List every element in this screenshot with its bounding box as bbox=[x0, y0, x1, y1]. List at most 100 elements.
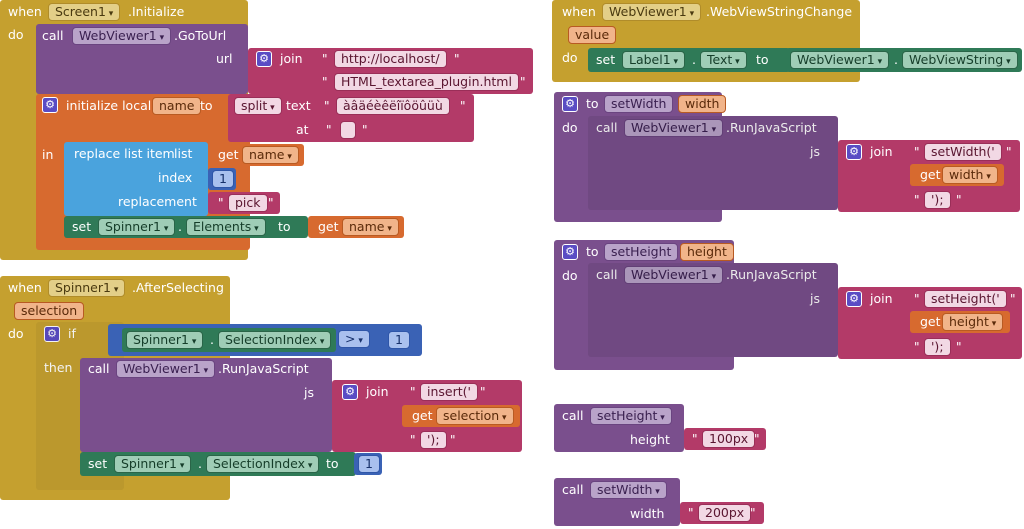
webviewer1-dropdown[interactable]: WebViewer1 bbox=[790, 51, 890, 69]
url-part2-text[interactable]: HTML_textarea_plugin.html bbox=[334, 73, 519, 91]
width-text-block[interactable]: " 200px " bbox=[680, 502, 764, 524]
setwidth-dropdown[interactable]: setWidth bbox=[590, 481, 667, 499]
runjs-setheight-call[interactable]: call WebViewer1 .RunJavaScript js bbox=[588, 263, 838, 357]
set-label: set bbox=[88, 456, 108, 471]
height-text-block[interactable]: " 100px " bbox=[684, 428, 766, 450]
join-setwidth-block[interactable]: ⚙ join " setWidth(' " " '); " bbox=[838, 140, 1020, 212]
quote-icon: " bbox=[410, 385, 416, 399]
initialize-event-label: .Initialize bbox=[128, 4, 185, 19]
spinner1-dropdown[interactable]: Spinner1 bbox=[98, 218, 176, 236]
gear-icon[interactable]: ⚙ bbox=[562, 96, 578, 112]
gear-icon[interactable]: ⚙ bbox=[846, 144, 862, 160]
list-label: list bbox=[174, 146, 193, 161]
get-height-dropdown[interactable]: height bbox=[942, 313, 1004, 331]
selectionindex-dropdown[interactable]: SelectionIndex bbox=[206, 455, 320, 473]
gear-icon[interactable]: ⚙ bbox=[44, 326, 60, 342]
get-selection-dropdown[interactable]: selection bbox=[436, 407, 514, 425]
setwidth-close-text[interactable]: '); bbox=[924, 191, 951, 209]
join-url-block[interactable]: ⚙ join " http://localhost/ " " HTML_text… bbox=[248, 48, 533, 94]
quote-icon: " bbox=[914, 292, 920, 306]
get-label: get bbox=[318, 219, 339, 234]
setwidth-name-field[interactable]: setWidth bbox=[604, 95, 674, 113]
get-name-block[interactable]: get name bbox=[208, 144, 304, 166]
index-number-value[interactable]: 1 bbox=[212, 170, 234, 188]
to-label: to bbox=[278, 219, 291, 234]
pick-text-block[interactable]: " pick " bbox=[208, 192, 280, 214]
pick-text-value[interactable]: pick bbox=[228, 194, 268, 212]
get-name-dropdown[interactable]: name bbox=[242, 146, 299, 164]
text-prop-dropdown[interactable]: Text bbox=[700, 51, 747, 69]
insert-close-text[interactable]: '); bbox=[420, 431, 447, 449]
index-number-block[interactable]: 1 bbox=[208, 168, 236, 190]
compare-number-value[interactable]: 1 bbox=[388, 331, 410, 349]
do-label: do bbox=[562, 268, 578, 283]
webviewer1-dropdown[interactable]: WebViewer1 bbox=[624, 119, 724, 137]
elements-dropdown[interactable]: Elements bbox=[186, 218, 266, 236]
local-name-field[interactable]: name bbox=[152, 97, 202, 115]
set-spinner-elements-block[interactable]: set Spinner1 . Elements to bbox=[64, 216, 308, 238]
spinner-selectionindex-getter[interactable]: Spinner1 . SelectionIndex bbox=[122, 328, 336, 352]
set-index-number-block[interactable]: 1 bbox=[354, 453, 382, 475]
setheight-dropdown[interactable]: setHeight bbox=[590, 407, 672, 425]
get-width-dropdown[interactable]: width bbox=[942, 166, 998, 184]
get-height-block[interactable]: get height bbox=[910, 311, 1010, 333]
setheight-name-field[interactable]: setHeight bbox=[604, 243, 679, 261]
gear-icon[interactable]: ⚙ bbox=[846, 291, 862, 307]
height-param[interactable]: height bbox=[680, 243, 734, 261]
quote-icon: " bbox=[218, 196, 224, 210]
runjs-insert-call-block[interactable]: call WebViewer1 .RunJavaScript js bbox=[80, 358, 332, 452]
gotourl-call-block[interactable]: call WebViewer1 .GoToUrl url bbox=[36, 24, 248, 94]
get-selection-block[interactable]: get selection bbox=[402, 405, 520, 427]
get-name-block-2[interactable]: get name bbox=[308, 216, 404, 238]
runjavascript-label: .RunJavaScript bbox=[218, 361, 309, 376]
spinner1-dropdown[interactable]: Spinner1 bbox=[48, 279, 126, 297]
gear-icon[interactable]: ⚙ bbox=[42, 97, 58, 113]
url-part1-text[interactable]: http://localhost/ bbox=[334, 50, 447, 68]
get-name-dropdown[interactable]: name bbox=[342, 218, 399, 236]
split-text-value[interactable]: àâäéèêëîïôöûüù bbox=[336, 97, 450, 115]
label1-dropdown[interactable]: Label1 bbox=[622, 51, 686, 69]
split-at-value[interactable] bbox=[340, 121, 356, 139]
spinner1-dropdown[interactable]: Spinner1 bbox=[126, 331, 204, 349]
webviewer1-dropdown[interactable]: WebViewer1 bbox=[72, 27, 172, 45]
dot-label: . bbox=[198, 456, 202, 471]
gear-icon[interactable]: ⚙ bbox=[562, 244, 578, 260]
setheight-open-text[interactable]: setHeight(' bbox=[924, 290, 1007, 308]
insert-open-text[interactable]: insert(' bbox=[420, 383, 478, 401]
width-param[interactable]: width bbox=[678, 95, 727, 113]
gear-icon[interactable]: ⚙ bbox=[256, 51, 272, 67]
runjs-setwidth-call[interactable]: call WebViewer1 .RunJavaScript js bbox=[588, 116, 838, 210]
selection-param[interactable]: selection bbox=[14, 302, 85, 320]
compare-operator-dropdown[interactable]: > bbox=[338, 330, 370, 348]
setwidth-open-text[interactable]: setWidth(' bbox=[924, 143, 1002, 161]
do-label: do bbox=[8, 326, 24, 341]
value-param[interactable]: value bbox=[568, 26, 617, 44]
replace-list-item-block[interactable]: replace list item list index replacement bbox=[64, 142, 208, 216]
webviewer1-dropdown[interactable]: WebViewer1 bbox=[116, 360, 216, 378]
get-width-block[interactable]: get width bbox=[910, 164, 1004, 186]
setheight-close-text[interactable]: '); bbox=[924, 338, 951, 356]
webviewer1-dropdown[interactable]: WebViewer1 bbox=[624, 266, 724, 284]
quote-icon: " bbox=[410, 433, 416, 447]
set-spinner-selectionindex-block[interactable]: set Spinner1 . SelectionIndex to bbox=[80, 452, 356, 476]
set-index-number-value[interactable]: 1 bbox=[358, 455, 380, 473]
split-dropdown[interactable]: split bbox=[234, 97, 282, 115]
webviewstring-getter[interactable]: WebViewer1 . WebViewString bbox=[786, 48, 1022, 72]
quote-icon: " bbox=[914, 145, 920, 159]
split-block[interactable]: split text " àâäéèêëîïôöûüù " at bbox=[228, 94, 474, 142]
call-setwidth-block[interactable]: call setWidth width bbox=[554, 478, 680, 526]
spinner1-dropdown[interactable]: Spinner1 bbox=[114, 455, 192, 473]
quote-icon: " bbox=[322, 52, 328, 66]
webviewer1-dropdown[interactable]: WebViewer1 bbox=[602, 3, 702, 21]
webviewstring-dropdown[interactable]: WebViewString bbox=[902, 51, 1018, 69]
screen1-dropdown[interactable]: Screen1 bbox=[48, 3, 121, 21]
set-label1-text-block[interactable]: set Label1 . Text to bbox=[588, 48, 790, 72]
height-value-text[interactable]: 100px bbox=[702, 430, 756, 448]
compare-number-block[interactable]: 1 bbox=[384, 329, 412, 351]
selectionindex-dropdown[interactable]: SelectionIndex bbox=[218, 331, 332, 349]
width-value-text[interactable]: 200px bbox=[698, 504, 752, 522]
gear-icon[interactable]: ⚙ bbox=[342, 384, 358, 400]
call-setheight-block[interactable]: call setHeight height bbox=[554, 404, 684, 452]
call-label: call bbox=[596, 120, 618, 135]
split-at-text-block[interactable]: " " bbox=[322, 119, 376, 141]
